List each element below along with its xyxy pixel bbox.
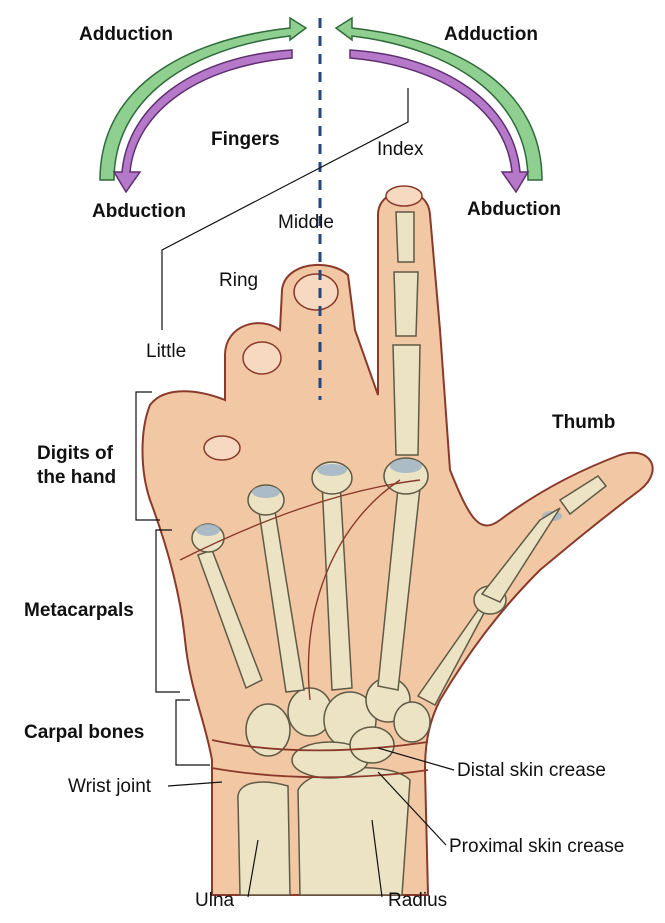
metacarpals-bracket <box>155 529 180 693</box>
abduction-arrow-left <box>112 49 293 194</box>
proximal-crease-leader <box>377 771 447 846</box>
distal-skin-crease <box>211 739 429 752</box>
little-nail <box>203 435 241 461</box>
distal-skin-crease-label: Distal skin crease <box>457 760 606 781</box>
digits-label-line1: Digits of <box>37 443 113 464</box>
carpal-bones <box>245 677 431 779</box>
index-phalanges <box>392 211 421 456</box>
metacarpals-label: Metacarpals <box>24 600 134 621</box>
middle-nail <box>293 273 339 311</box>
ring-nail <box>242 341 282 375</box>
proximal-skin-crease-label: Proximal skin crease <box>449 836 625 857</box>
abduction-right-label: Abduction <box>467 199 561 220</box>
adduction-right-label: Adduction <box>444 24 538 45</box>
digits-bracket <box>135 391 160 521</box>
ulna-label: Ulna <box>195 890 235 911</box>
carpal-bracket <box>175 699 210 766</box>
thumb-label: Thumb <box>552 412 616 433</box>
little-label: Little <box>146 341 187 362</box>
digits-label-line2: the hand <box>37 466 117 488</box>
adduction-left-label: Adduction <box>79 24 173 45</box>
radius-label: Radius <box>388 890 448 911</box>
radius-leader <box>371 819 383 898</box>
wrist-joint-label: Wrist joint <box>68 776 152 797</box>
fingers-leader <box>161 88 409 330</box>
digits-of-hand-label: Digits of the hand <box>37 442 116 490</box>
proximal-skin-crease <box>211 767 429 779</box>
leader-lines <box>135 88 455 898</box>
adduction-arrow-right <box>334 16 543 181</box>
index-nail <box>385 185 423 207</box>
middle-label: Middle <box>278 212 334 233</box>
palm-crease-2 <box>179 479 421 561</box>
radius-bone <box>297 766 411 896</box>
thumb-phalanges <box>480 475 608 603</box>
ulna-bone <box>237 781 291 896</box>
abduction-arrow-right <box>349 49 530 194</box>
index-label: Index <box>377 139 424 160</box>
metacarpal-bones <box>197 481 493 707</box>
fingers-label: Fingers <box>211 129 280 150</box>
ring-label: Ring <box>219 270 259 291</box>
distal-crease-leader <box>377 747 455 771</box>
abduction-left-label: Abduction <box>92 201 186 222</box>
wrist-joint-leader <box>167 781 223 787</box>
ulna-leader <box>247 839 259 898</box>
palm-crease <box>307 479 401 701</box>
adduction-arrow-left <box>99 16 308 181</box>
carpal-bones-label: Carpal bones <box>24 722 145 743</box>
